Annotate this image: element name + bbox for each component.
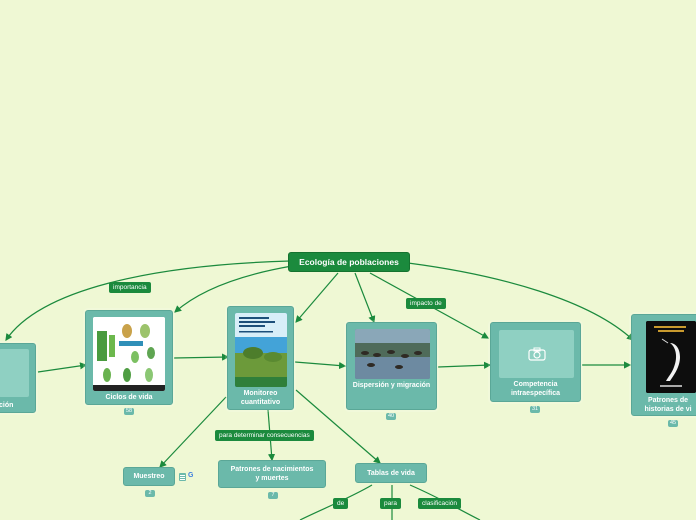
book-cover-image	[235, 313, 287, 387]
migration-photo	[355, 329, 430, 379]
topic-ciclos-de-vida[interactable]: Ciclos de vida	[85, 310, 173, 405]
link-label-para: para	[380, 498, 402, 509]
link-label-consecuencias: para determinar consecuencias	[215, 430, 314, 441]
camera-icon	[527, 347, 546, 361]
topic-label: Tablas de vida	[367, 469, 415, 477]
subtopic-count[interactable]: 40	[386, 413, 397, 420]
link-label-importancia: importancia	[109, 282, 151, 293]
root-topic-label: Ecología de poblaciones	[299, 257, 399, 267]
topic-competencia-intraespecifica[interactable]: Competencia intraespecífica	[490, 322, 581, 402]
topic-left-partial[interactable]: ción	[0, 343, 36, 413]
image-placeholder[interactable]	[499, 330, 574, 378]
root-topic[interactable]: Ecología de poblaciones	[288, 252, 410, 272]
subtopic-count[interactable]: 58	[124, 408, 135, 415]
subtopic-count[interactable]: 45	[668, 420, 679, 427]
topic-label: Dispersión y migración	[352, 382, 431, 389]
topic-label: ción	[0, 402, 14, 409]
topic-muestreo[interactable]: Muestreo	[123, 467, 175, 486]
topic-dispersion-migracion[interactable]: Dispersión y migración	[346, 322, 437, 410]
subtopic-count[interactable]: 2	[145, 490, 155, 497]
topic-patrones-historias[interactable]: Patrones de historias de vi	[631, 314, 696, 416]
link-label-de: de	[333, 498, 349, 509]
subtopic-count[interactable]: 31	[530, 406, 541, 413]
topic-label: Monitoreo cuantitativo	[240, 390, 281, 406]
life-cycle-image	[93, 317, 165, 391]
subtopic-count[interactable]: 7	[268, 492, 278, 499]
link-label-impacto: impacto de	[406, 298, 446, 309]
google-icon[interactable]: G	[188, 472, 194, 479]
link-label-clasificacion: clasificación	[418, 498, 462, 509]
topic-monitoreo-cuantitativo[interactable]: Monitoreo cuantitativo	[227, 306, 294, 410]
topic-tablas-de-vida[interactable]: Tablas de vida	[355, 463, 427, 483]
topic-patrones-nacimientos[interactable]: Patrones de nacimientos y muertes	[218, 460, 326, 488]
book-cover-image	[646, 321, 696, 393]
topic-label: Ciclos de vida	[105, 394, 153, 401]
topic-label: Competencia intraespecífica	[510, 381, 561, 397]
topic-label: Patrones de nacimientos y muertes	[230, 466, 314, 482]
topic-label: Muestreo	[133, 473, 165, 480]
topic-label: Patrones de historias de vi	[644, 397, 692, 413]
topic-image	[0, 349, 29, 397]
note-icon[interactable]	[179, 473, 186, 481]
